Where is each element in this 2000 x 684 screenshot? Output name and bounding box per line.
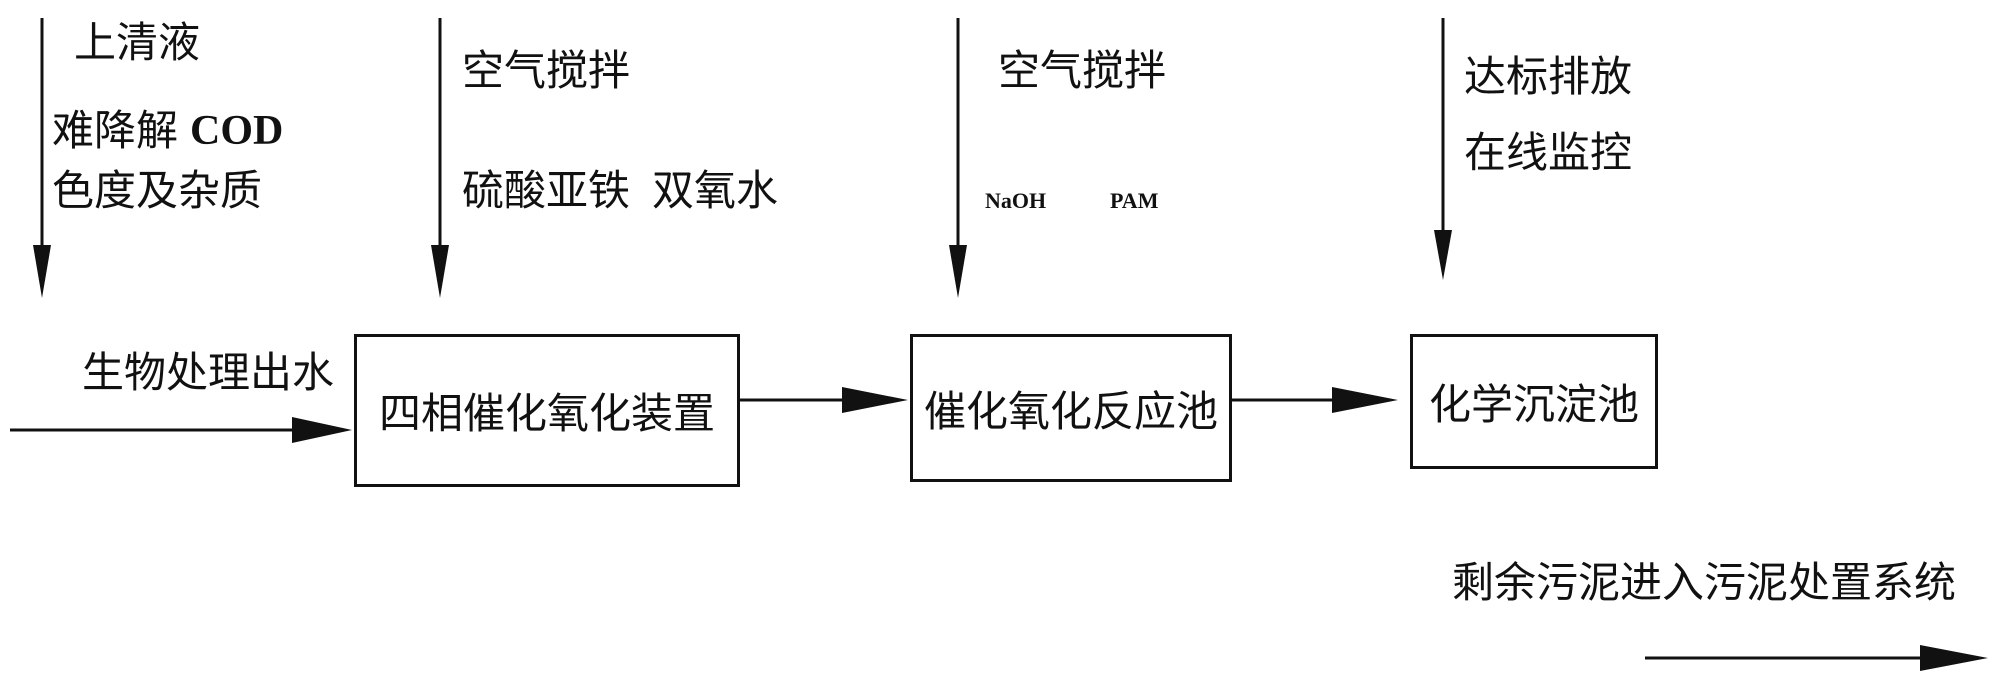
process-box-3-label: 化学沉淀池 [1428, 380, 1639, 429]
process-box-1-label: 四相催化氧化装置 [378, 389, 715, 438]
input-label-air-stirring-1: 空气搅拌 [462, 46, 631, 95]
input-label-supernatant: 上清液 [74, 18, 201, 67]
process-box-oxidation-reaction-tank: 催化氧化反应池 [910, 334, 1232, 482]
input-label-hydrogen-peroxide: 双氧水 [652, 166, 779, 215]
input-label-color-impurities: 色度及杂质 [52, 166, 263, 215]
input-label-naoh: NaOH [985, 188, 1047, 213]
source-label: 生物处理出水 [82, 348, 335, 397]
flow-arrow-source [10, 417, 352, 443]
flow-arrow-1-2 [738, 387, 908, 413]
input-label-discharge: 达标排放 [1464, 52, 1633, 101]
process-box-chemical-settling-tank: 化学沉淀池 [1410, 334, 1658, 469]
process-box-2-label: 催化氧化反应池 [923, 386, 1218, 436]
input-arrow-4 [1434, 18, 1452, 280]
input-arrow-1 [33, 18, 51, 298]
input-label-pam: PAM [1110, 188, 1159, 213]
input-arrow-2 [431, 18, 449, 298]
input-label-online-monitoring: 在线监控 [1464, 128, 1633, 177]
input-label-cod: COD [190, 108, 284, 154]
input-label-ferrous-sulfate: 硫酸亚铁 [462, 166, 631, 215]
sludge-label: 剩余污泥进入污泥处置系统 [1452, 558, 1957, 607]
process-box-four-phase-oxidation: 四相催化氧化装置 [354, 334, 740, 487]
flow-arrow-2-3 [1230, 387, 1398, 413]
input-label-refractory: 难降解 [52, 106, 179, 155]
input-arrow-3 [949, 18, 967, 298]
input-label-air-stirring-2: 空气搅拌 [998, 46, 1167, 95]
sludge-arrow [1645, 645, 1988, 671]
